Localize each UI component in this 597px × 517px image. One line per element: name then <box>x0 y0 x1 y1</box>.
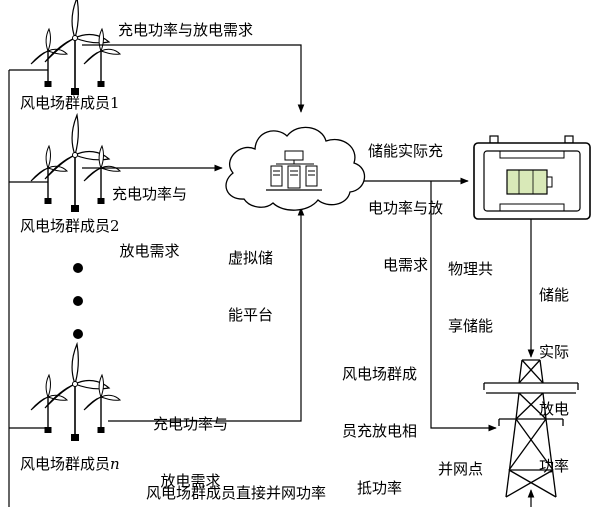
wind-farm-n-icon <box>31 344 120 441</box>
member-2-label: 风电场群成员2 <box>20 217 120 236</box>
battery-cabinet-icon <box>474 136 590 219</box>
discharge-line2: 实际 <box>539 343 569 362</box>
offset-line1: 风电场群成 <box>342 365 417 384</box>
physical-line2: 享储能 <box>448 317 493 336</box>
storage-actual-line2: 电功率与放 <box>368 199 443 218</box>
offset-line3: 抵功率 <box>342 479 417 498</box>
charge-demand-n-line1: 充电功率与 <box>153 415 228 434</box>
discharge-line4: 功率 <box>539 457 569 476</box>
member-n-italic: n <box>110 455 120 473</box>
storage-actual-label: 储能实际充 电功率与放 电需求 <box>368 104 443 294</box>
charge-demand-2-line2: 放电需求 <box>112 242 187 261</box>
direct-grid-label: 风电场群成员直接并网功率 <box>146 484 326 503</box>
charge-demand-top-label: 充电功率与放电需求 <box>118 21 253 40</box>
wind-farm-1-icon <box>31 0 120 95</box>
physical-line1: 物理共 <box>448 260 493 279</box>
storage-actual-line1: 储能实际充 <box>368 142 443 161</box>
grid-point-label: 并网点 <box>438 460 483 479</box>
member-n-label: 风电场群成员n <box>20 455 120 474</box>
member-n-prefix: 风电场群成员 <box>20 455 110 473</box>
charge-demand-2-line1: 充电功率与 <box>112 185 187 204</box>
platform-line1: 虚拟储 <box>228 249 273 268</box>
storage-actual-line3: 电需求 <box>368 256 443 275</box>
offset-line2: 员充放电相 <box>342 422 417 441</box>
offset-power-label: 风电场群成 员充放电相 抵功率 <box>342 327 417 517</box>
charge-demand-2-label: 充电功率与 放电需求 <box>112 147 187 280</box>
ellipsis-dots <box>73 263 83 339</box>
discharge-line3: 放电 <box>539 400 569 419</box>
discharge-label: 储能 实际 放电 功率 <box>539 248 569 495</box>
discharge-line1: 储能 <box>539 286 569 305</box>
member-1-label: 风电场群成员1 <box>20 94 120 113</box>
platform-label: 虚拟储 能平台 <box>228 211 273 344</box>
wind-farm-2-icon <box>31 115 120 212</box>
physical-storage-label: 物理共 享储能 <box>448 222 493 355</box>
platform-line2: 能平台 <box>228 306 273 325</box>
